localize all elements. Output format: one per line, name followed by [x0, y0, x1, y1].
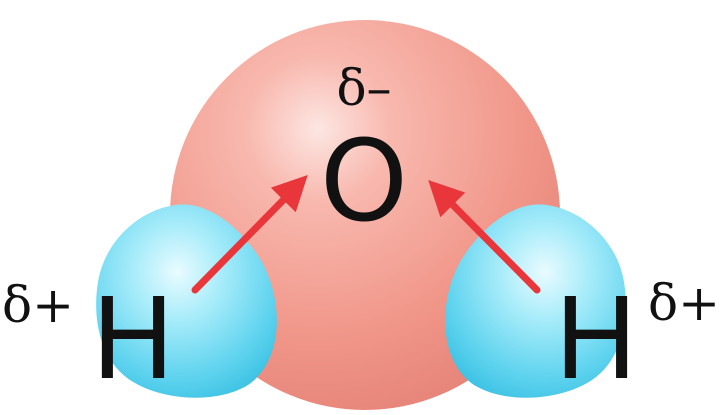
arrow-left-to-oxygen: [191, 175, 308, 294]
oxygen-charge-label: δ–: [336, 59, 391, 117]
arrow-right-to-oxygen: [428, 180, 541, 294]
hydrogen-right-symbol-label: H: [554, 275, 638, 405]
oxygen-symbol-label: O: [320, 117, 408, 247]
hydrogen-atom-right: [445, 204, 626, 398]
hydrogen-right-charge-label: δ+: [648, 274, 720, 332]
hydrogen-left-symbol-label: H: [91, 275, 175, 405]
hydrogen-left-charge-label: δ+: [2, 276, 74, 334]
